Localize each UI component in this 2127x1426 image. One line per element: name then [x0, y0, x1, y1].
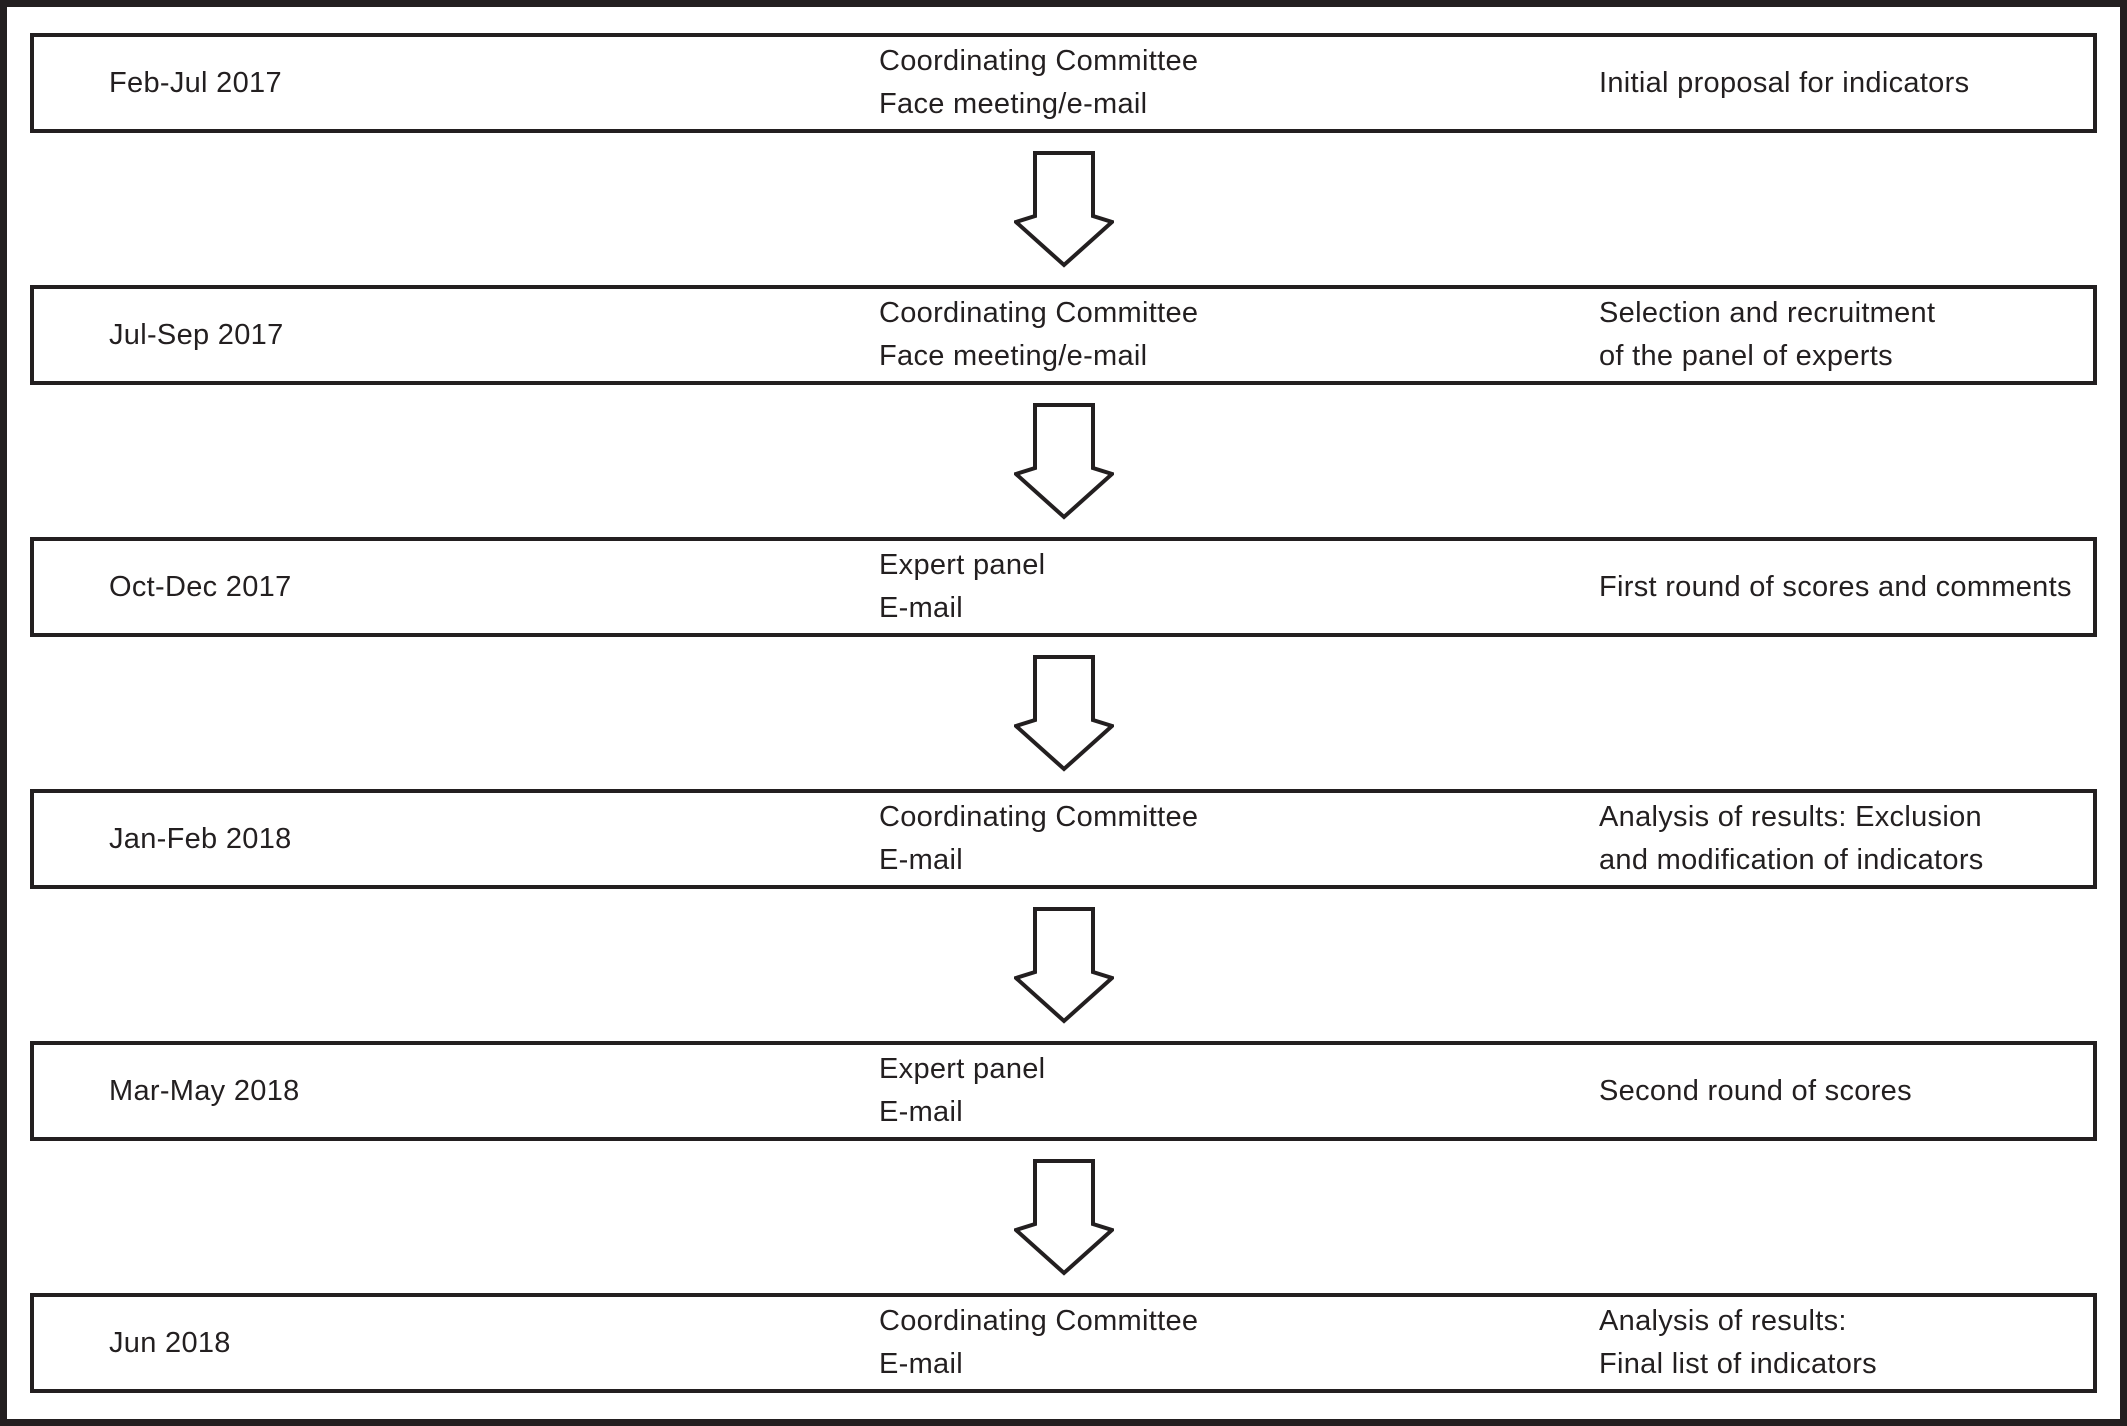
step-actor: Coordinating Committee	[879, 1305, 1199, 1337]
flow-connector	[7, 889, 2120, 1041]
step-outcome-line: Analysis of results: Exclusion	[1599, 801, 1982, 833]
arrow-down-icon	[1013, 1158, 1114, 1276]
process-step-row-6: Jun 2018 Coordinating Committee E-mail A…	[30, 1293, 2097, 1393]
step-outcome-line: of the panel of experts	[1599, 340, 1893, 372]
arrow-down-icon	[1013, 402, 1114, 520]
step-outcome-line: Initial proposal for indicators	[1599, 66, 1970, 99]
step-channel: E-mail	[879, 844, 963, 876]
step-channel: Face meeting/e-mail	[879, 88, 1148, 120]
flow-connector	[7, 385, 2120, 537]
step-actor: Expert panel	[879, 1053, 1046, 1085]
step-date: Feb-Jul 2017	[109, 66, 282, 99]
step-outcome-line: First round of scores and comments	[1599, 570, 2072, 603]
step-outcome-line: and modification of indicators	[1599, 844, 1984, 876]
step-date: Jan-Feb 2018	[109, 822, 292, 855]
flow-connector	[7, 1141, 2120, 1293]
process-step-row-4: Jan-Feb 2018 Coordinating Committee E-ma…	[30, 789, 2097, 889]
step-actor-channel: Coordinating Committee E-mail	[879, 1300, 1599, 1386]
step-channel: Face meeting/e-mail	[879, 340, 1148, 372]
step-date: Jun 2018	[109, 1326, 231, 1359]
step-outcome-line: Analysis of results:	[1599, 1305, 1847, 1337]
process-step-row-3: Oct-Dec 2017 Expert panel E-mail First r…	[30, 537, 2097, 637]
arrow-down-icon	[1013, 150, 1114, 268]
process-step-row-5: Mar-May 2018 Expert panel E-mail Second …	[30, 1041, 2097, 1141]
step-outcome-line: Final list of indicators	[1599, 1348, 1877, 1380]
step-outcome: Analysis of results: Exclusion and modif…	[1599, 796, 2093, 882]
step-actor-channel: Coordinating Committee Face meeting/e-ma…	[879, 292, 1599, 378]
step-outcome: Second round of scores	[1599, 1070, 2093, 1113]
arrow-down-icon	[1013, 654, 1114, 772]
step-actor-channel: Coordinating Committee E-mail	[879, 796, 1599, 882]
process-step-row-2: Jul-Sep 2017 Coordinating Committee Face…	[30, 285, 2097, 385]
step-channel: E-mail	[879, 592, 963, 624]
flow-connector	[7, 637, 2120, 789]
process-step-row-1: Feb-Jul 2017 Coordinating Committee Face…	[30, 33, 2097, 133]
step-outcome: Initial proposal for indicators	[1599, 62, 2093, 105]
step-outcome: First round of scores and comments	[1599, 566, 2093, 609]
step-outcome: Analysis of results: Final list of indic…	[1599, 1300, 2093, 1386]
step-actor: Coordinating Committee	[879, 45, 1199, 77]
step-channel: E-mail	[879, 1096, 963, 1128]
step-date: Jul-Sep 2017	[109, 318, 284, 351]
arrow-down-icon	[1013, 906, 1114, 1024]
step-actor-channel: Expert panel E-mail	[879, 1048, 1599, 1134]
step-actor: Coordinating Committee	[879, 297, 1199, 329]
flow-connector	[7, 133, 2120, 285]
step-outcome-line: Selection and recruitment	[1599, 297, 1936, 329]
step-outcome-line: Second round of scores	[1599, 1074, 1912, 1107]
step-date: Oct-Dec 2017	[109, 570, 292, 603]
step-date: Mar-May 2018	[109, 1074, 300, 1107]
step-actor: Coordinating Committee	[879, 801, 1199, 833]
step-actor-channel: Coordinating Committee Face meeting/e-ma…	[879, 40, 1599, 126]
step-actor-channel: Expert panel E-mail	[879, 544, 1599, 630]
step-actor: Expert panel	[879, 549, 1046, 581]
step-channel: E-mail	[879, 1348, 963, 1380]
step-outcome: Selection and recruitment of the panel o…	[1599, 292, 2093, 378]
